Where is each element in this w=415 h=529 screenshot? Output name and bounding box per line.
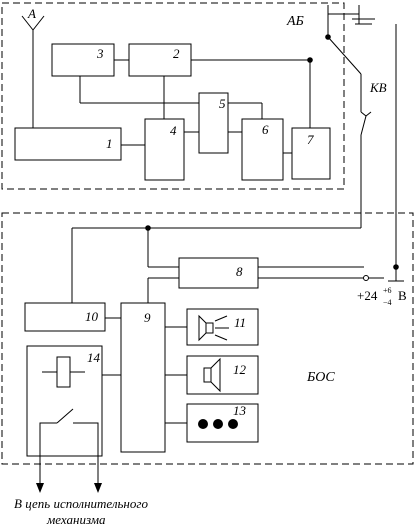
region-ab [1,2,345,190]
speaker-icon [203,357,221,393]
junction-ab [307,57,313,63]
block-3 [51,43,115,77]
block-10 [24,302,106,332]
block-7-label: 7 [307,132,314,147]
block-5 [198,92,229,154]
region-bos-label: БОС [306,370,335,385]
power-unit: В [398,288,407,303]
antenna-label: А [27,6,36,21]
block-2 [128,43,192,77]
region-ab-label: АБ [286,14,304,29]
block-12 [186,355,259,395]
block-14-label: 14 [87,350,101,365]
block-13-label: 13 [233,403,247,418]
block-7 [291,127,331,180]
junction-top-right [325,34,331,40]
block-11-label: 11 [234,315,246,330]
bos-wiring [39,24,404,485]
switch-label: КВ [369,80,387,95]
ab-wiring [32,5,372,228]
power-label: +24 +6 −4 В [357,286,407,307]
output-arrow-right [94,483,102,493]
junction-bos-right [393,264,399,270]
caption-line-1: В цепь исполнительного [14,496,148,511]
block-6-label: 6 [262,122,269,137]
power-prefix: +24 [357,288,378,303]
block-11 [186,308,259,346]
block-12-label: 12 [233,362,247,377]
block-8 [178,257,259,289]
block-4-label: 4 [170,123,177,138]
antenna-icon [21,15,45,130]
relay-contact-icon [39,408,99,456]
block-10-label: 10 [85,309,99,324]
junction-bos-top [145,225,151,231]
block-1 [14,127,122,161]
block-4 [144,118,185,181]
block-5-label: 5 [219,96,226,111]
block-2-label: 2 [173,46,180,61]
output-arrow-left [36,483,44,493]
block-9-label: 9 [144,310,151,325]
caption-line-2: механизма [46,512,106,527]
block-1-label: 1 [106,136,113,151]
block-8-label: 8 [236,264,243,279]
power-sup-minus: −4 [383,298,392,307]
block-3-label: 3 [96,46,104,61]
ground-icon [328,5,375,25]
lamps-icon [198,419,238,429]
block-6 [241,118,284,181]
power-sup-plus: +6 [383,286,392,295]
terminal-plus [363,275,369,281]
horn-icon [198,314,229,342]
block-9 [120,302,166,453]
relay-coil-icon [42,356,85,388]
